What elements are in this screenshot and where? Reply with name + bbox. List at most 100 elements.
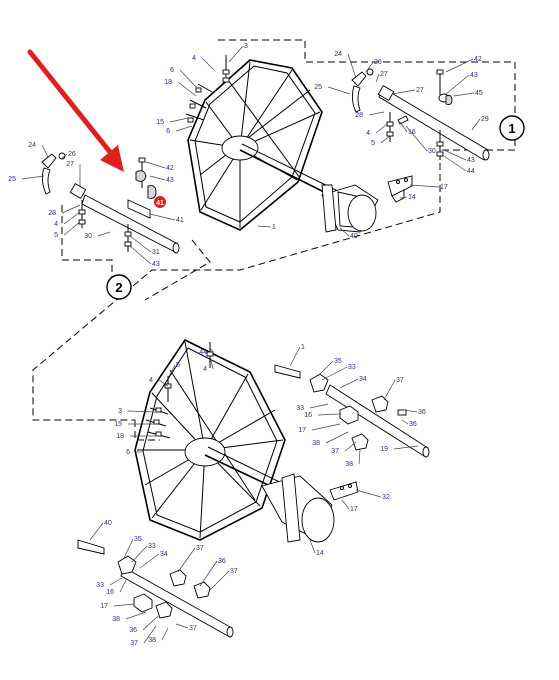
callout-leader <box>339 227 350 237</box>
callout-number: 38 <box>112 616 120 623</box>
callout-number: 25 <box>314 84 322 91</box>
callout-number: 40 <box>350 233 358 240</box>
callout-number: 43 <box>152 261 160 268</box>
callout-leader <box>289 346 301 367</box>
callout-leader <box>358 449 361 465</box>
red-arrow <box>27 49 124 172</box>
callout-number: 6 <box>170 67 174 74</box>
callout-leader <box>405 125 428 152</box>
callout-leader <box>445 74 470 95</box>
callout-number: 38 <box>312 440 320 447</box>
reel-frame-bottom <box>134 338 301 541</box>
callout-number: 24 <box>28 142 36 149</box>
callout-number: 35 <box>134 536 142 543</box>
callout-leader <box>142 615 159 631</box>
callout-leader <box>339 378 359 389</box>
callout-number: 38 <box>148 637 156 644</box>
callout-leader <box>179 69 198 89</box>
callout-number: 29 <box>481 116 489 123</box>
section-label-2: 2 <box>106 274 132 300</box>
callout-leader <box>161 627 169 641</box>
callout-number: 18 <box>116 433 124 440</box>
callout-number: 27 <box>416 87 424 94</box>
callout-number: 17 <box>350 506 358 513</box>
callout-leader <box>317 413 341 416</box>
callout-leader <box>139 553 160 569</box>
callout-number: 3 <box>118 408 122 415</box>
callout-number: 17 <box>298 427 306 434</box>
callout-leader <box>175 125 193 132</box>
callout-number: 31 <box>152 249 160 256</box>
callout-leader <box>309 539 316 554</box>
tine-shaft-left-top <box>41 152 180 254</box>
callout-number: 33 <box>148 543 156 550</box>
callout-leader <box>209 570 230 591</box>
callout-number: 43 <box>470 72 478 79</box>
callout-leader <box>317 360 334 377</box>
callout-leader <box>443 155 467 172</box>
callout-leader <box>309 403 329 409</box>
callout-leader <box>61 153 68 159</box>
callout-leader <box>129 235 152 253</box>
highlight-callout: 41 <box>154 196 166 208</box>
callout-number: 15 <box>156 119 164 126</box>
callout-number: 33 <box>296 405 304 412</box>
callout-leader <box>257 225 272 228</box>
callout-leader <box>177 547 196 573</box>
callout-number: 37 <box>396 377 404 384</box>
callout-number: 34 <box>359 376 367 383</box>
callout-number: 44 <box>199 349 207 356</box>
callout-leader <box>399 196 408 199</box>
callout-number: 44 <box>467 168 475 175</box>
callout-number: 28 <box>48 210 56 217</box>
shaft-bottom-right <box>274 364 430 458</box>
callout-leader <box>380 135 391 144</box>
callout-number: 1 <box>301 344 305 351</box>
callout-leader <box>123 538 134 559</box>
callout-number: 14 <box>408 194 416 201</box>
callout-number: 36 <box>218 558 226 565</box>
callout-number: 25 <box>8 176 16 183</box>
callout-number: 4 <box>192 55 196 62</box>
callout-number: 37 <box>189 625 197 632</box>
callout-leader <box>327 86 351 95</box>
callout-number: 17 <box>100 603 108 610</box>
callout-leader <box>393 445 419 450</box>
callout-number: 43 <box>467 157 475 164</box>
callout-number: 37 <box>196 545 204 552</box>
callout-leader <box>129 245 152 265</box>
callout-leader <box>149 175 166 181</box>
callout-leader <box>89 522 104 541</box>
callout-number: 5 <box>176 362 180 369</box>
callout-number: 4 <box>54 221 58 228</box>
callout-number: 30 <box>84 233 92 240</box>
callout-number: 37 <box>230 568 238 575</box>
callout-number: 4 <box>366 130 370 137</box>
callout-leader <box>131 545 148 563</box>
callout-number: 42 <box>166 165 174 172</box>
callout-number: 42 <box>474 56 482 63</box>
callout-number: 36 <box>129 627 137 634</box>
section-label-1: 1 <box>499 115 525 141</box>
callout-leader <box>375 123 388 134</box>
callout-number: 26 <box>374 59 382 66</box>
callout-number: 37 <box>130 640 138 647</box>
callout-leader <box>145 161 166 169</box>
callout-number: 3 <box>244 43 248 50</box>
callout-number: 19 <box>380 446 388 453</box>
callout-leader <box>61 204 81 214</box>
callout-number: 5 <box>54 232 58 239</box>
callout-number: 28 <box>355 112 363 119</box>
callout-leader <box>127 410 156 413</box>
callout-leader <box>368 111 385 116</box>
callout-number: 36 <box>418 409 426 416</box>
callout-number: 36 <box>409 421 417 428</box>
callout-number: 40 <box>104 520 112 527</box>
callout-number: 16 <box>304 412 312 419</box>
callout-leader <box>63 211 81 225</box>
hub-tube-top <box>321 175 413 233</box>
callout-number: 26 <box>68 151 76 158</box>
callout-leader <box>399 121 408 133</box>
callout-number: 6 <box>126 449 130 456</box>
callout-leader <box>445 58 474 73</box>
